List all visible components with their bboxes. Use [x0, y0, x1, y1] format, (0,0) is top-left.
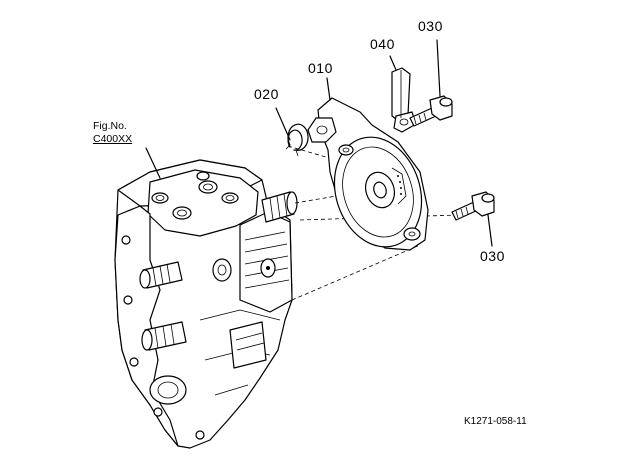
transmission-case — [114, 159, 298, 449]
bolt-030-bottom — [451, 191, 495, 221]
leader-lines — [145, 39, 493, 247]
bolt-030-top — [409, 95, 453, 127]
callout-030-bottom: 030 — [480, 248, 505, 264]
cover-plate-010 — [307, 97, 429, 251]
callout-020: 020 — [254, 86, 279, 102]
figure-ref-number: C400XX — [93, 133, 133, 145]
callout-010: 010 — [308, 60, 333, 76]
figure-reference: Fig.No. C400XX — [93, 120, 132, 146]
lever-040 — [391, 67, 417, 133]
callout-040: 040 — [370, 36, 395, 52]
drawing-code: K1271-058-11 — [464, 416, 527, 427]
figure-ref-prefix: Fig.No. — [93, 120, 127, 132]
callout-030-top: 030 — [418, 18, 443, 34]
